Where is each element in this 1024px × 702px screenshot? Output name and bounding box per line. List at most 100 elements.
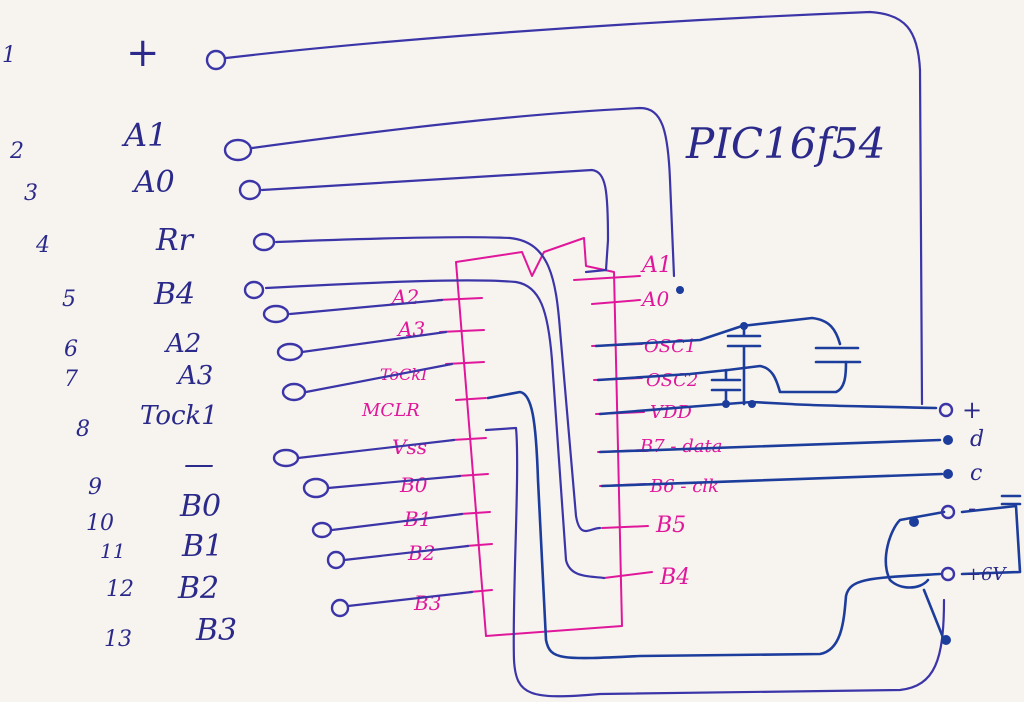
wire-6v-drop	[922, 588, 946, 642]
connector-wires	[224, 10, 946, 698]
diagram-title: PIC16f54	[685, 119, 885, 168]
output-terminal	[940, 566, 956, 582]
signal-label: A2	[164, 329, 201, 359]
terminal-circle	[276, 342, 304, 362]
chip-pin-label: B3	[413, 591, 441, 615]
chip-pin-label: B7 - data	[639, 436, 722, 457]
wire-a0	[260, 168, 610, 274]
wire-vss	[296, 438, 456, 460]
connector-pin-numbers: 1 2 3 4 5 6 7 8 9 10 11 12 13	[2, 43, 134, 652]
wire-rr-to-b5	[274, 236, 602, 533]
pin-number: 4	[35, 233, 50, 258]
terminal-circle	[330, 598, 350, 618]
pin-number: 12	[106, 577, 134, 602]
wire-vdd	[598, 400, 938, 416]
chip-right-pin-stubs	[573, 275, 653, 579]
junction-dot	[740, 322, 748, 330]
wire-vss-return	[484, 426, 946, 698]
chip-pin-label: MCLR	[361, 400, 420, 421]
wire-b3	[346, 590, 474, 608]
chip-right-labels: A1 A0 OSC1 OSC2 VDD B7 - data B6 - clk B…	[639, 253, 722, 590]
signal-label: B3	[195, 613, 237, 648]
terminal-circle	[272, 448, 300, 468]
signal-label: A0	[131, 165, 175, 200]
chip-pin-label: B5	[655, 513, 686, 538]
wire-osc2	[596, 360, 848, 394]
chip-outline	[455, 237, 623, 637]
pin-number: 6	[64, 337, 78, 362]
wire-a2	[288, 298, 444, 316]
signal-label: —	[184, 447, 214, 482]
output-terminal	[943, 469, 953, 479]
wire-osc1	[594, 316, 842, 348]
junction-dot	[909, 517, 919, 527]
chip-pin-label: B0	[399, 473, 428, 497]
junction-dots	[676, 286, 951, 645]
output-connector: + d c - +6V	[938, 396, 1008, 585]
cap-osc2	[710, 368, 742, 406]
chip-pin-label: B6 - clk	[649, 476, 719, 497]
output-label: c	[970, 461, 982, 486]
junction-dot	[941, 635, 951, 645]
output-terminal	[940, 504, 956, 520]
signal-label: A1	[121, 116, 167, 154]
signal-label: Rr	[155, 223, 195, 258]
wire-mclr-to-6v	[486, 390, 942, 660]
wire-tocki	[304, 362, 454, 394]
pin-number: 8	[76, 417, 90, 442]
terminal-circle	[311, 521, 333, 539]
pin-number: 1	[2, 43, 16, 68]
pin-number: 2	[9, 139, 24, 164]
output-terminal	[938, 402, 954, 418]
signal-label: B4	[153, 277, 195, 312]
pic-chip	[437, 237, 653, 637]
signal-label: Tock1	[140, 401, 218, 431]
output-label: d	[970, 427, 984, 452]
wire-b4	[264, 279, 606, 580]
wire-ground-loop	[884, 510, 946, 589]
signal-label: +	[126, 30, 160, 76]
power-osc-wires	[486, 316, 1022, 660]
signal-label: B1	[181, 529, 223, 564]
pin-number: 10	[86, 511, 114, 536]
terminal-circle	[326, 550, 346, 570]
pin-number: 5	[62, 287, 76, 312]
junction-dot	[676, 286, 684, 294]
terminal-circle	[238, 179, 262, 201]
wire-plus-to-vdd	[224, 10, 924, 406]
pin-number: 9	[88, 475, 102, 500]
wire-cap-bypass	[960, 504, 1022, 576]
chip-pin-label: VDD	[650, 402, 692, 423]
terminal-circle	[281, 382, 307, 402]
pin-number: 3	[24, 181, 38, 206]
chip-left-pin-stubs	[437, 297, 493, 593]
terminal-circle	[243, 280, 265, 300]
junction-dot	[722, 400, 730, 408]
wire-b7-data	[598, 438, 942, 454]
terminal-circle	[262, 304, 290, 324]
output-label: -	[968, 494, 976, 522]
signal-label: B0	[179, 489, 221, 524]
wire-a3	[300, 330, 448, 354]
wire-b6-clk	[600, 472, 944, 488]
output-label: +6V	[966, 564, 1008, 585]
terminal-circle	[302, 477, 330, 499]
cap-bypass	[1000, 494, 1022, 506]
output-terminal	[943, 435, 953, 445]
terminal-circle	[205, 49, 227, 71]
cap-osc1	[726, 324, 762, 406]
wire-b0	[326, 474, 462, 490]
pin-number: 7	[64, 367, 78, 392]
pin-number: 11	[100, 539, 125, 563]
pin-number: 13	[104, 627, 132, 652]
junction-dot	[748, 400, 756, 408]
connector-terminals	[205, 49, 350, 618]
chip-pin-label: A0	[640, 287, 669, 311]
signal-label: B2	[177, 571, 219, 606]
crystal-body	[814, 346, 862, 364]
chip-pin-label: ToCkI	[380, 365, 428, 384]
chip-pin-label: A1	[640, 253, 672, 278]
wire-b2	[342, 544, 470, 562]
terminal-circle	[223, 138, 253, 162]
